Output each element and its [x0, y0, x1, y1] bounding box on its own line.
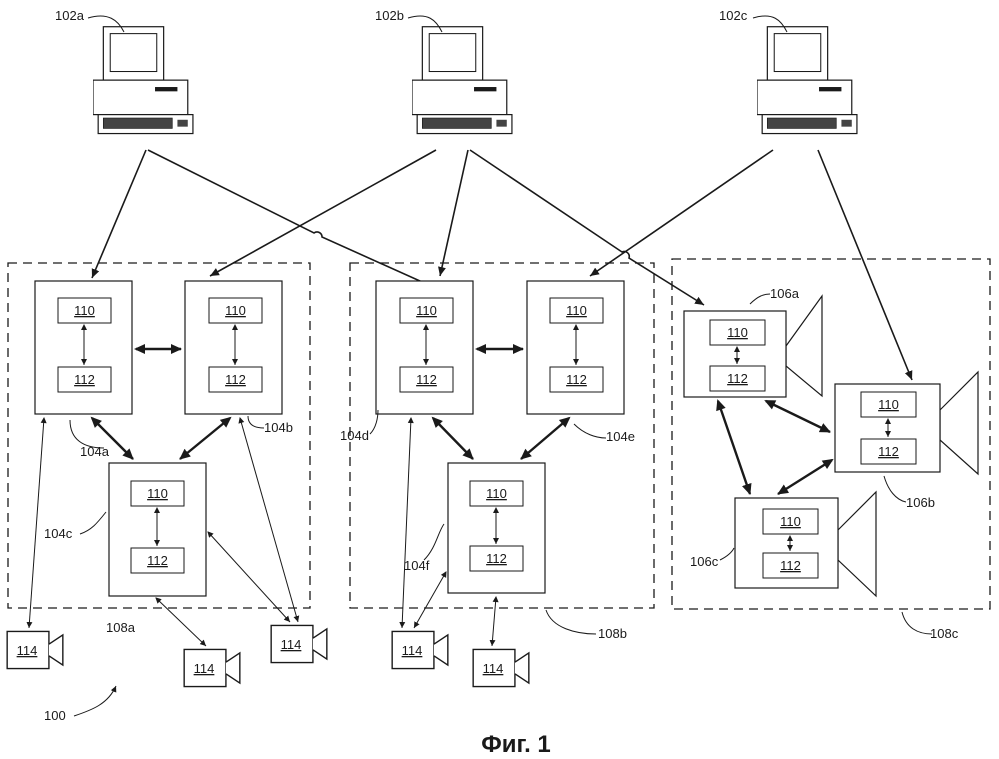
node-ref-104d: 104d	[340, 428, 369, 443]
computer-102a: 102a	[55, 8, 193, 134]
small-camera-1: 114	[7, 631, 63, 668]
node-104c: 110 112	[109, 463, 206, 596]
camera-label: 114	[194, 661, 215, 676]
node-bottom-label: 112	[566, 372, 587, 387]
group-ref-108a: 108a	[106, 620, 136, 635]
small-camera-4: 114	[392, 631, 448, 668]
node-104b: 110 112	[185, 281, 282, 414]
computer-102b: 102b	[375, 8, 512, 134]
node-ref-104c: 104c	[44, 526, 73, 541]
node-104e: 110 112	[527, 281, 624, 414]
node-bottom-label: 112	[727, 371, 748, 386]
node-ref-104f: 104f	[404, 558, 430, 573]
node-bottom-label: 112	[486, 551, 507, 566]
camera-label: 114	[483, 661, 504, 676]
node-bottom-label: 112	[74, 372, 95, 387]
node-top-label: 110	[225, 303, 246, 318]
node-bottom-label: 112	[147, 553, 168, 568]
node-top-label: 110	[74, 303, 95, 318]
figure-caption: Фиг. 1	[481, 731, 551, 758]
camera-node-106c: 110 112	[735, 492, 876, 596]
node-ref-106a: 106a	[770, 286, 800, 301]
node-top-label: 110	[727, 325, 748, 340]
camera-label: 114	[17, 643, 38, 658]
small-camera-3: 114	[271, 625, 327, 662]
node-ref-104b: 104b	[264, 420, 293, 435]
node-ref-104e: 104e	[606, 429, 635, 444]
group-ref-108b: 108b	[598, 626, 627, 641]
camera-label: 114	[402, 643, 423, 658]
computer-ref-label: 102c	[719, 8, 748, 23]
node-bottom-label: 112	[780, 558, 801, 573]
node-bottom-label: 112	[416, 372, 437, 387]
node-top-label: 110	[566, 303, 587, 318]
node-ref-106b: 106b	[906, 495, 935, 510]
small-camera-2: 114	[184, 649, 240, 686]
node-104d: 110 112	[376, 281, 473, 414]
node-top-label: 110	[780, 514, 801, 529]
computer-ref-label: 102b	[375, 8, 404, 23]
node-top-label: 110	[486, 486, 507, 501]
camera-node-106a: 110 112	[684, 296, 822, 397]
camera-node-106b: 110 112	[835, 372, 978, 474]
node-bottom-label: 112	[878, 444, 899, 459]
node-bottom-label: 112	[225, 372, 246, 387]
node-ref-104a: 104a	[80, 444, 110, 459]
node-top-label: 110	[147, 486, 168, 501]
node-top-label: 110	[878, 397, 899, 412]
camera-label: 114	[281, 637, 302, 652]
node-104a: 110 112	[35, 281, 132, 414]
node-ref-106c: 106c	[690, 554, 719, 569]
computer-102c: 102c	[719, 8, 857, 134]
node-104f: 110 112	[448, 463, 545, 593]
computer-ref-label: 102a	[55, 8, 85, 23]
node-top-label: 110	[416, 303, 437, 318]
group-ref-108c: 108c	[930, 626, 959, 641]
small-camera-5: 114	[473, 649, 529, 686]
system-ref-100: 100	[44, 708, 66, 723]
